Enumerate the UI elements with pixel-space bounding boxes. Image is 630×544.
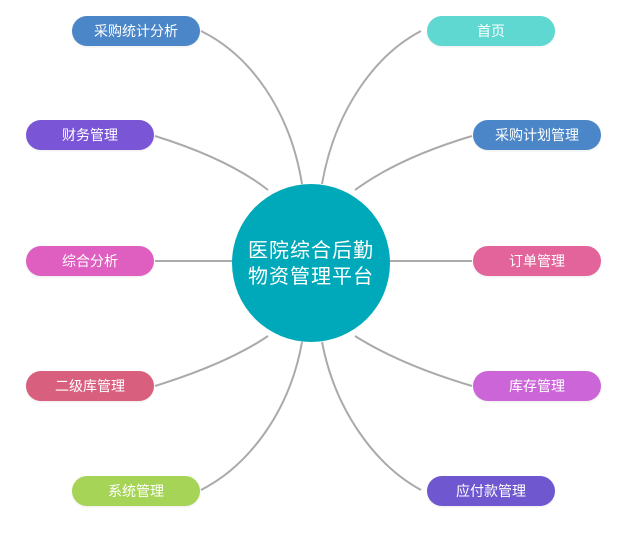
- node-label: 采购统计分析: [94, 24, 178, 40]
- node-inventory-management[interactable]: 库存管理: [473, 371, 601, 401]
- node-label: 订单管理: [509, 254, 565, 270]
- connector-stats: [200, 30, 303, 185]
- node-payables-management[interactable]: 应付款管理: [427, 476, 555, 506]
- node-system-management[interactable]: 系统管理: [72, 476, 200, 506]
- node-label: 首页: [477, 24, 505, 40]
- node-label: 应付款管理: [456, 484, 526, 500]
- connector-payables: [321, 341, 422, 491]
- connector-secondary-store: [154, 335, 269, 387]
- node-home[interactable]: 首页: [427, 16, 555, 46]
- node-finance-management[interactable]: 财务管理: [26, 120, 154, 150]
- node-label: 综合分析: [62, 254, 118, 270]
- node-secondary-store-management[interactable]: 二级库管理: [26, 371, 154, 401]
- node-purchase-statistics[interactable]: 采购统计分析: [72, 16, 200, 46]
- node-label: 采购计划管理: [495, 128, 579, 144]
- hub-circle: 医院综合后勤 物资管理平台: [232, 184, 390, 342]
- connector-home: [321, 30, 422, 185]
- connector-finance: [154, 135, 269, 191]
- node-label: 财务管理: [62, 128, 118, 144]
- node-label: 二级库管理: [55, 379, 125, 395]
- node-label: 系统管理: [108, 484, 164, 500]
- node-purchase-plan-management[interactable]: 采购计划管理: [473, 120, 601, 150]
- hub-title-line2: 物资管理平台: [248, 264, 374, 288]
- connector-system: [200, 341, 303, 491]
- hub-title-line1: 医院综合后勤: [248, 238, 374, 262]
- node-label: 库存管理: [509, 379, 565, 395]
- node-order-management[interactable]: 订单管理: [473, 246, 601, 276]
- node-comprehensive-analysis[interactable]: 综合分析: [26, 246, 154, 276]
- connector-inventory: [354, 335, 473, 387]
- connector-purchase-plan: [354, 135, 473, 191]
